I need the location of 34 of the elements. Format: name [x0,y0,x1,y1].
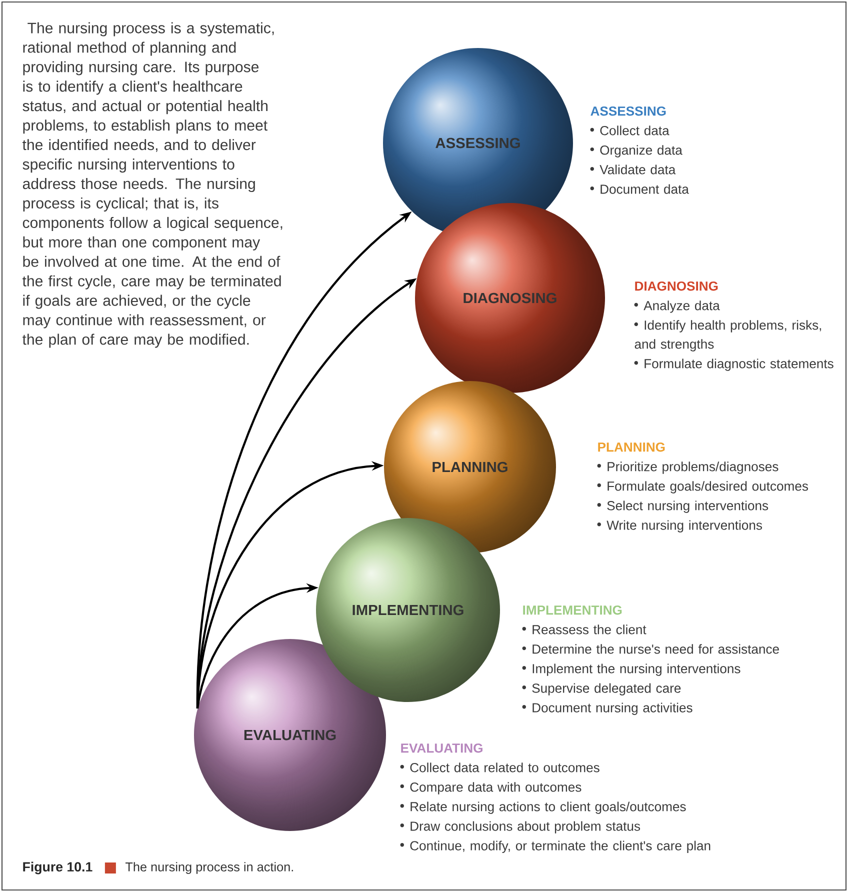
sphere: PLANNING [432,462,508,472]
list-heading: IMPLEMENTING [523,605,622,615]
list-heading: EVALUATING [401,743,482,753]
list-heading: PLANNING [598,442,665,452]
list-item: Draw conclusions about problem status [400,821,640,834]
sphere: ASSESSING [436,138,520,148]
list-item: Determine the nurse's need for assistance [522,644,779,654]
list-item: Reassess the client [522,624,646,634]
list-item: Continue, modify, or terminate the client's care plan [400,840,710,853]
figure-number: Figure 10.1 [23,862,92,874]
list-heading: ASSESSING [590,106,666,116]
list-item: Prioritize problems/diagnoses [597,462,778,474]
list-item: Formulate diagnostic statements [634,358,834,371]
list-item: Write nursing interventions [597,520,762,532]
list-item: Organize data [590,145,682,158]
paragraph: The nursing process is a systematic, rational method of planning and providing nursing care. Its purpose is to identify a client's healthcare status, and actual or potential health problems, to establish plans to meet the identified needs, and to deliver specific nursing interventions to address those needs. The nursing process is cyclical; that is, its components follow a logical sequence, but more than one component may be involved at one time. At the end of the first cycle, care may be terminated if goals are achieved, or the cycle may continue with reassessment, or the plan of care may be modified. [22,22,282,348]
list-heading: DIAGNOSING [635,281,718,291]
list-item: Select nursing interventions [597,500,768,513]
list-item: Document nursing activities [522,702,692,715]
list-item: Identify health problems, risks, and strengths [634,320,822,352]
list-item: Relate nursing actions to client goals/outcomes [400,802,686,814]
list-item: Document data [590,184,689,194]
sphere: IMPLEMENTING [352,604,464,616]
list-item: Formulate goals/desired outcomes [597,481,808,494]
sphere: DIAGNOSING [464,292,556,304]
list-item: Analyze data [634,300,720,313]
list-item: Validate data [590,164,676,174]
list-item: Compare data with outcomes [400,782,582,794]
caption: The nursing process in action. [126,862,293,874]
list-item: Implement the nursing interventions [522,664,740,676]
sphere: EVALUATING [244,730,336,740]
list-item: Collect data related to outcomes [400,762,600,772]
list-item: Collect data [590,126,670,136]
list-item: Supervise delegated care [522,683,681,696]
